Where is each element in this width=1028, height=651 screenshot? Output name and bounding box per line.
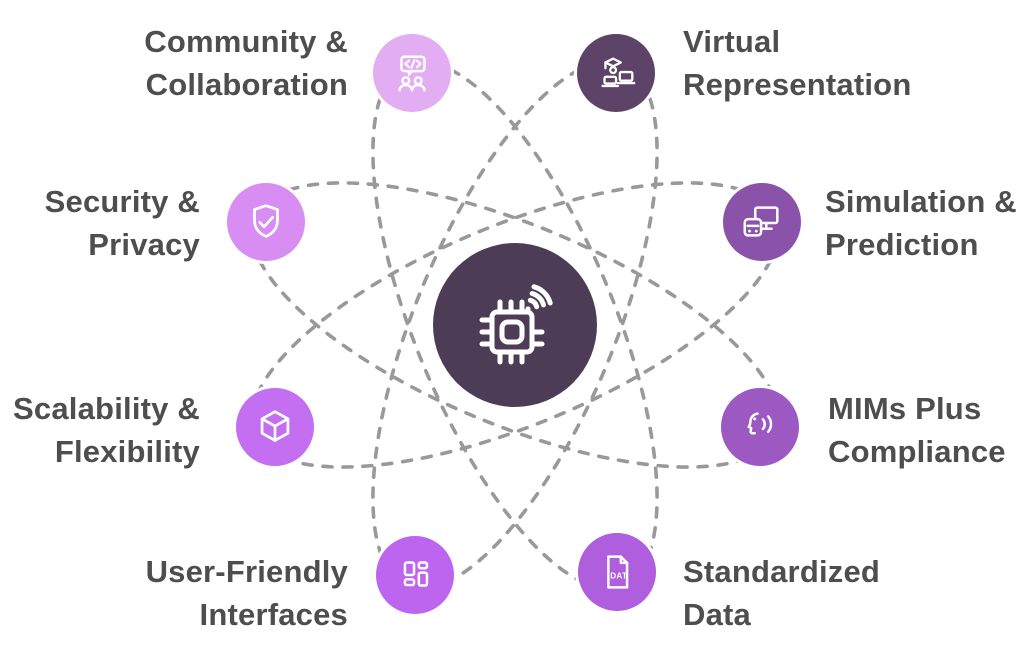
label-security-privacy: Security & Privacy [45,180,200,266]
label-line: Interfaces [199,597,348,632]
chip-wifi-icon [479,284,553,365]
label-virtual-representation: Virtual Representation [683,20,911,106]
label-line: Security & [44,184,200,219]
label-user-friendly-interfaces: User-Friendly Interfaces [146,550,348,636]
label-line: User-Friendly [145,554,348,589]
graduation-laptops-icon [601,57,636,88]
label-line: Flexibility [54,434,200,469]
node-simulation-prediction [723,183,801,261]
label-line: Scalability & [13,391,200,426]
node-community-collaboration [373,34,451,112]
label-line: Privacy [88,227,200,262]
node-security-privacy [227,183,305,261]
label-line: Standardized [683,554,881,589]
hub-node-digital-twin [433,243,597,407]
label-line: Virtual [683,24,781,59]
chat-code-people-icon [398,55,426,92]
shield-check-icon [253,204,279,238]
label-line: Simulation & [825,184,1017,219]
label-line: Data [683,597,751,632]
label-standardized-data: Standardized Data [683,550,880,636]
label-line: MIMs Plus [828,391,982,426]
monitor-vehicle-icon [743,206,779,237]
label-line: Community & [144,24,348,59]
label-line: Collaboration [145,67,348,102]
node-mims-plus-compliance [721,388,799,466]
label-simulation-prediction: Simulation & Prediction [825,180,1017,266]
node-scalability-flexibility [236,388,314,466]
label-scalability-flexibility: Scalability & Flexibility [13,387,200,473]
node-standardized-data: DAT [578,533,656,611]
cube-icon [260,410,290,442]
dat-badge-text: DAT [610,572,627,581]
label-community-collaboration: Community & Collaboration [144,20,348,106]
node-user-friendly-interfaces [376,536,454,614]
label-line: Compliance [828,434,1006,469]
node-virtual-representation [577,34,655,112]
voice-profile-icon [747,412,773,435]
label-line: Prediction [825,227,979,262]
label-line: Representation [683,67,912,102]
label-mims-plus-compliance: MIMs Plus Compliance [828,387,1006,473]
dashboard-grid-icon [403,561,429,587]
dat-file-icon: DAT [607,555,629,589]
